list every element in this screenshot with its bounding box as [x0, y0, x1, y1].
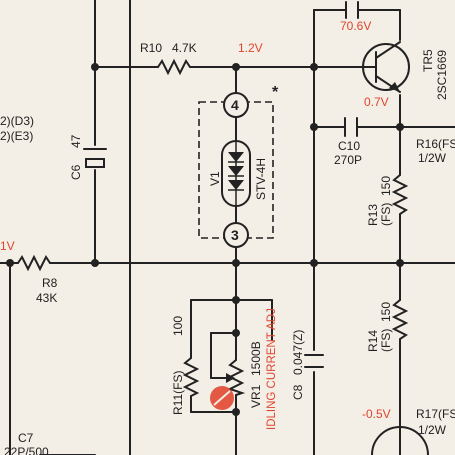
tr5-part: 2SC1669 — [435, 50, 449, 100]
c7-ref: C7 — [18, 431, 34, 445]
c6-ref: C6 — [69, 164, 83, 180]
v1-part: STV-4H — [254, 158, 268, 200]
c7-value: 22P/500 — [4, 445, 49, 455]
r14-ref: R14 — [366, 330, 380, 352]
r14-resistor-symbol — [391, 299, 409, 344]
voltage-left: 1V — [0, 239, 15, 253]
r13-qual: (FS) — [379, 203, 393, 226]
c10-value: 270P — [334, 153, 362, 167]
v1-varistor — [198, 92, 274, 248]
r10-resistor-symbol — [157, 58, 193, 76]
r13-value: 150 — [379, 176, 393, 196]
v1-ref: V1 — [208, 171, 222, 186]
c8-value: 0.047(Z) — [291, 330, 305, 375]
r16-ref: R16(FS) — [416, 137, 455, 151]
r17-ref: R17(FS) — [416, 407, 455, 421]
v1-pin-bottom: 3 — [231, 227, 239, 243]
tr5-transistor-symbol — [362, 41, 410, 93]
vr1-resistor-symbol — [227, 359, 246, 396]
r10-value: 4.7K — [172, 41, 197, 55]
left-label-e3: 2)(E3) — [0, 129, 33, 143]
v1-mark: * — [272, 84, 279, 101]
c6-value: 47 — [69, 134, 83, 148]
r17-value: 1/2W — [418, 423, 447, 437]
voltage-emitter: 0.7V — [364, 95, 389, 109]
vr1-value: 1500B — [249, 341, 263, 376]
c10-ref: C10 — [338, 139, 360, 153]
vr1-ref: VR1 — [249, 384, 263, 408]
r14-value: 150 — [379, 302, 393, 322]
r11-resistor-symbol — [182, 357, 200, 397]
vr1-wiper-arrow — [226, 373, 235, 383]
r11-value: 100 — [171, 316, 185, 336]
junction-dots — [6, 63, 404, 416]
vr1-adjust-slot — [213, 390, 231, 406]
voltage-r10: 1.2V — [238, 41, 263, 55]
v1-pin-top: 4 — [231, 97, 239, 113]
c8-ref: C8 — [291, 384, 305, 400]
bottom-transistor-outline — [371, 426, 429, 455]
r10-ref: R10 — [140, 41, 162, 55]
tr5-ref: TR5 — [421, 49, 435, 72]
voltage-collector: 70.6V — [340, 19, 371, 33]
c10-capacitor-symbol — [344, 117, 358, 137]
r11-ref: R11(FS) — [171, 371, 185, 415]
r13-ref: R13 — [366, 204, 380, 226]
collector-capacitor-symbol — [345, 1, 359, 19]
r14-qual: (FS) — [379, 329, 393, 352]
r8-value: 43K — [36, 291, 57, 305]
vr1-note: IDLING CURRENT ADJ — [266, 308, 278, 430]
c8-capacitor-symbol — [304, 354, 324, 368]
r8-resistor-symbol — [17, 254, 51, 272]
left-label-d3: 2)(D3) — [0, 114, 34, 128]
r16-value: 1/2W — [418, 151, 447, 165]
voltage-bottom: -0.5V — [362, 407, 391, 421]
r13-resistor-symbol — [391, 174, 409, 219]
r8-ref: R8 — [42, 276, 58, 290]
c6-capacitor-symbol — [83, 148, 107, 168]
